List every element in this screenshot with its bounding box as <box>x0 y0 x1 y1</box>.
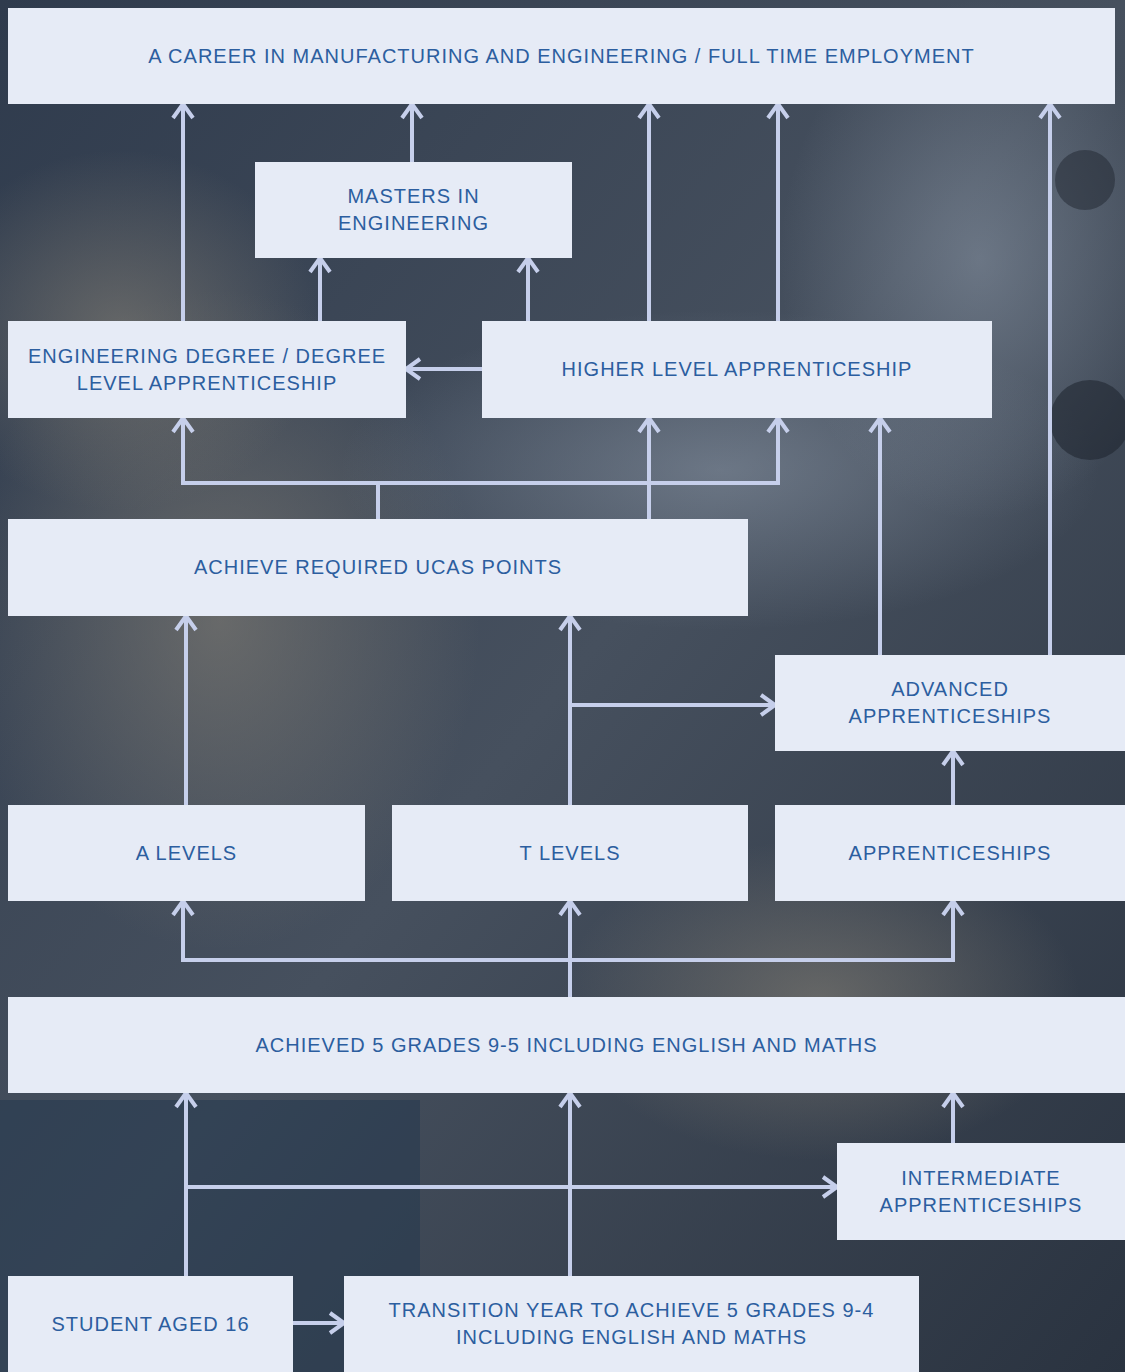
flow-arrow <box>526 258 530 321</box>
stage-label: INTERMEDIATE APPRENTICESHIPS <box>855 1165 1107 1219</box>
flow-arrow <box>1048 104 1052 655</box>
stage-label: A CAREER IN MANUFACTURING AND ENGINEERIN… <box>148 43 974 70</box>
label-wrap: HIGHER LEVEL APPRENTICESHIP <box>562 356 913 383</box>
flow-arrow <box>183 418 378 519</box>
stage-box: ADVANCED APPRENTICESHIPS <box>775 655 1125 751</box>
stage-box: HIGHER LEVEL APPRENTICESHIP <box>482 321 992 418</box>
label-wrap: TRANSITION YEAR TO ACHIEVE 5 GRADES 9-4 … <box>362 1297 901 1351</box>
label-wrap: T LEVELS <box>519 840 620 867</box>
stage-label: ENGINEERING DEGREE / DEGREE LEVEL APPREN… <box>26 343 388 397</box>
stage-box: INTERMEDIATE APPRENTICESHIPS <box>837 1143 1125 1240</box>
stage-box: T LEVELS <box>392 805 748 901</box>
flow-arrow <box>293 1321 344 1325</box>
stage-box: STUDENT AGED 16 <box>8 1276 293 1372</box>
flow-arrow <box>318 258 322 321</box>
label-wrap: A LEVELS <box>136 840 237 867</box>
stage-box: MASTERS IN ENGINEERING <box>255 162 572 258</box>
flow-arrow <box>570 901 953 997</box>
stage-label: ACHIEVE REQUIRED UCAS POINTS <box>194 554 562 581</box>
stage-label: APPRENTICESHIPS <box>849 840 1052 867</box>
stage-box: A CAREER IN MANUFACTURING AND ENGINEERIN… <box>8 8 1115 104</box>
flow-arrow <box>951 751 955 805</box>
stage-label: HIGHER LEVEL APPRENTICESHIP <box>562 356 913 383</box>
stage-label: A LEVELS <box>136 840 237 867</box>
stage-label: ADVANCED APPRENTICESHIPS <box>793 676 1107 730</box>
flow-arrow <box>951 1093 955 1143</box>
label-wrap: A CAREER IN MANUFACTURING AND ENGINEERIN… <box>148 43 974 70</box>
flow-arrow <box>186 1187 837 1276</box>
stage-box: ACHIEVED 5 GRADES 9-5 INCLUDING ENGLISH … <box>8 997 1125 1093</box>
stage-box: APPRENTICESHIPS <box>775 805 1125 901</box>
label-wrap: STUDENT AGED 16 <box>51 1311 249 1338</box>
stage-label: STUDENT AGED 16 <box>51 1311 249 1338</box>
flow-arrow <box>776 104 780 321</box>
stage-label: ACHIEVED 5 GRADES 9-5 INCLUDING ENGLISH … <box>255 1032 877 1059</box>
label-wrap: ENGINEERING DEGREE / DEGREE LEVEL APPREN… <box>26 343 388 397</box>
flow-arrow <box>378 418 778 519</box>
stage-box: A LEVELS <box>8 805 365 901</box>
stage-label: MASTERS IN ENGINEERING <box>273 183 554 237</box>
stage-label: T LEVELS <box>519 840 620 867</box>
label-wrap: MASTERS IN ENGINEERING <box>273 183 554 237</box>
stage-label: TRANSITION YEAR TO ACHIEVE 5 GRADES 9-4 … <box>362 1297 901 1351</box>
flow-arrow <box>647 418 651 519</box>
label-wrap: APPRENTICESHIPS <box>849 840 1052 867</box>
flow-arrow <box>568 1093 572 1276</box>
flow-arrow <box>184 616 188 805</box>
flow-arrow <box>181 104 185 321</box>
label-wrap: ACHIEVE REQUIRED UCAS POINTS <box>194 554 562 581</box>
label-wrap: ADVANCED APPRENTICESHIPS <box>793 676 1107 730</box>
stage-box: ENGINEERING DEGREE / DEGREE LEVEL APPREN… <box>8 321 406 418</box>
flow-arrow <box>878 418 882 655</box>
flow-arrow <box>647 104 651 321</box>
flow-arrow <box>570 705 775 805</box>
flow-arrow <box>410 104 414 162</box>
label-wrap: ACHIEVED 5 GRADES 9-5 INCLUDING ENGLISH … <box>255 1032 877 1059</box>
flow-arrow <box>406 367 482 371</box>
stage-box: TRANSITION YEAR TO ACHIEVE 5 GRADES 9-4 … <box>344 1276 919 1372</box>
stage-box: ACHIEVE REQUIRED UCAS POINTS <box>8 519 748 616</box>
flow-arrow <box>183 901 570 997</box>
label-wrap: INTERMEDIATE APPRENTICESHIPS <box>855 1165 1107 1219</box>
